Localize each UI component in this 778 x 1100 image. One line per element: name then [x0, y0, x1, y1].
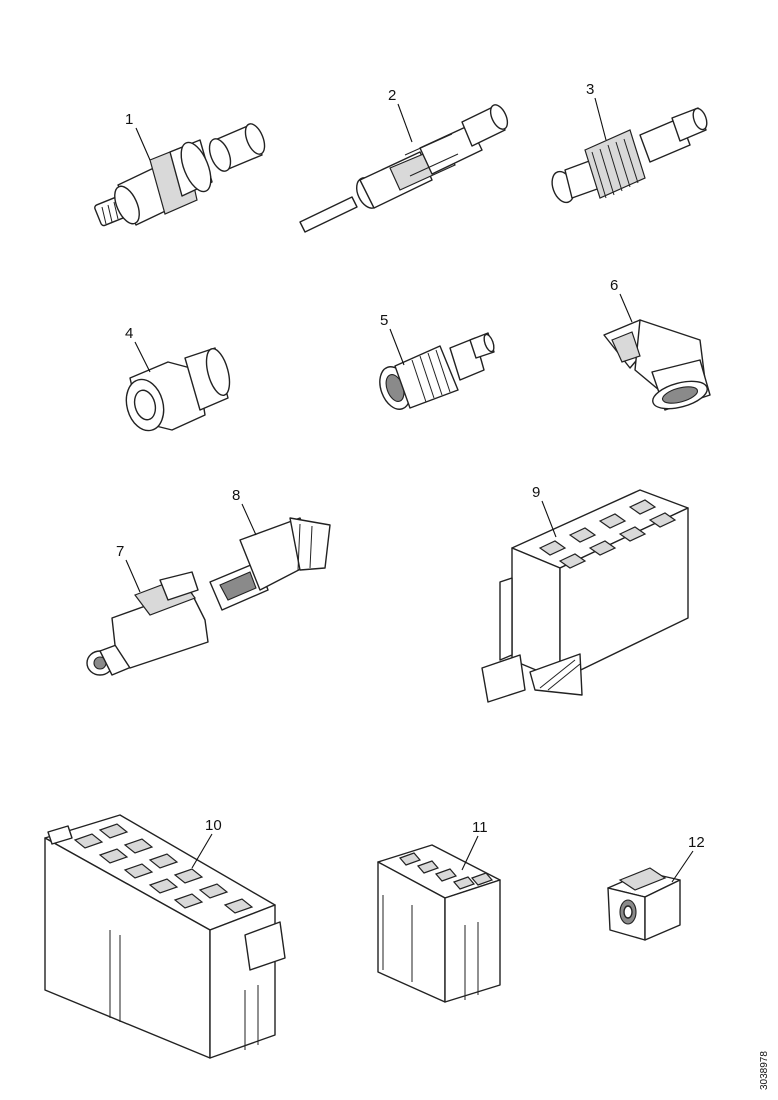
callout-3: 3 — [586, 81, 607, 141]
part-9-multi-pin-housing — [481, 489, 689, 703]
part-11-medium-housing — [377, 844, 501, 1003]
callout-label: 9 — [532, 484, 540, 501]
callout-label: 2 — [388, 87, 396, 104]
callout-label: 10 — [205, 817, 222, 834]
callout-1: 1 — [125, 111, 151, 161]
callout-8: 8 — [232, 487, 257, 536]
callout-12: 12 — [671, 834, 705, 883]
part-2-antenna-pin — [299, 104, 509, 233]
part-3-ribbed-plug — [551, 107, 708, 204]
callout-4: 4 — [125, 325, 151, 373]
part-4-hex-plug — [125, 347, 231, 432]
callout-label: 12 — [688, 834, 705, 851]
callout-2: 2 — [388, 87, 413, 143]
callout-label: 5 — [380, 312, 388, 329]
part-12-cube-connector — [607, 867, 681, 941]
callout-label: 6 — [610, 277, 618, 294]
callout-label: 8 — [232, 487, 240, 504]
part-1-coax-plug — [94, 123, 266, 227]
reference-code: 3038978 — [759, 1051, 770, 1090]
callout-6: 6 — [610, 277, 633, 323]
part-10-large-housing — [44, 814, 286, 1059]
callout-label: 3 — [586, 81, 594, 98]
callout-7: 7 — [116, 543, 141, 593]
part-6-angle-socket — [603, 319, 711, 411]
callout-11: 11 — [461, 819, 488, 871]
callout-9: 9 — [532, 484, 557, 538]
callout-label: 11 — [472, 819, 488, 836]
callout-label: 1 — [125, 111, 133, 128]
callout-10: 10 — [191, 817, 222, 869]
callout-label: 7 — [116, 543, 124, 560]
part-8-fakra-jack — [209, 517, 331, 611]
callout-label: 4 — [125, 325, 133, 342]
part-7-fakra-plug — [86, 571, 209, 676]
callout-5: 5 — [380, 312, 405, 366]
part-5-coax-socket — [379, 332, 495, 410]
